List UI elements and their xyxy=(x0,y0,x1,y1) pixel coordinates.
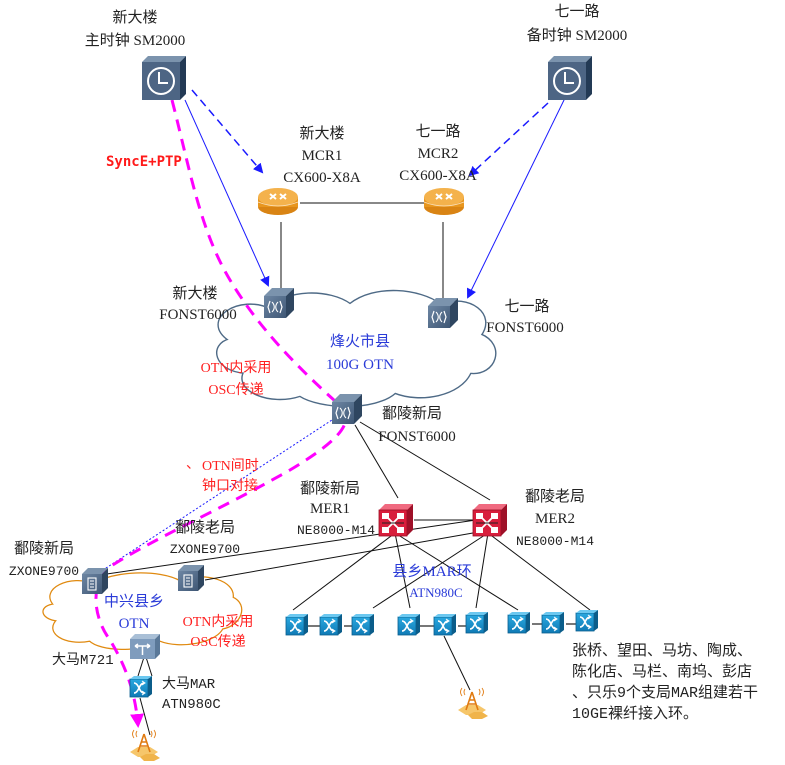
mar-ring-name: 县乡MAR环 xyxy=(392,563,471,580)
branch-note: 张桥、望田、马坊、陶成、 陈化店、马栏、南坞、彭店 、只乐9个支局MAR组建若干… xyxy=(572,642,758,723)
mar-node xyxy=(285,613,309,636)
fonst-poling-site: 鄱陵新局 xyxy=(382,405,442,422)
mer2-router-icon xyxy=(472,503,508,537)
backup-clock-site: 七一路 xyxy=(554,3,599,20)
zxone-old-icon xyxy=(177,564,205,592)
link-zxold-mer2 xyxy=(204,529,491,581)
link-fonst-mer2 xyxy=(359,421,491,501)
otn-clock-interconnect xyxy=(99,417,336,573)
mar-node xyxy=(465,611,489,634)
zxone-new-site: 鄱陵新局 xyxy=(14,540,74,557)
mar-node xyxy=(351,613,375,636)
base-station-icon xyxy=(457,687,489,720)
mar-node xyxy=(507,611,531,634)
zxone-old-site: 鄱陵老局 xyxy=(175,519,235,536)
interconnect-line2: 钟口对接 xyxy=(202,477,258,494)
mcr2-site: 七一路 xyxy=(415,123,460,140)
mar-node xyxy=(541,611,565,634)
link-zxnew-mer2 xyxy=(99,519,477,576)
osc-zte-line1: OTN内采用 xyxy=(183,614,254,630)
zxone-old-model: ZXONE9700 xyxy=(170,542,240,557)
dama-mar-label: 大马MAR xyxy=(162,676,216,693)
mar-node xyxy=(575,609,599,632)
interconnect-mark: 、 xyxy=(186,457,200,472)
zxone-new-model: ZXONE9700 xyxy=(9,564,79,579)
zxone-new-icon xyxy=(81,567,109,595)
mcr2-model: CX600-X8A xyxy=(399,168,477,184)
backup-clock-name: 备时钟 SM2000 xyxy=(527,27,627,44)
fonst-qiyilu-icon xyxy=(427,297,459,329)
mer2-site: 鄱陵老局 xyxy=(525,488,585,505)
mcr2-router-icon xyxy=(423,187,465,216)
branch-note-line: 张桥、望田、马坊、陶成、 xyxy=(572,642,752,660)
mer1-model: NE8000-M14 xyxy=(297,523,375,538)
osc-zte-line2: OSC传递 xyxy=(190,634,245,650)
mer2-model: NE8000-M14 xyxy=(516,534,594,549)
base-station-icon xyxy=(129,729,161,762)
backup-clock-icon xyxy=(547,55,593,101)
mar-ring-nodes xyxy=(285,609,599,636)
mar-ring-model: ATN980C xyxy=(409,585,462,600)
fonst-poling-icon xyxy=(331,393,363,425)
primary-clock-icon xyxy=(141,55,187,101)
primary-clock-site: 新大楼 xyxy=(112,9,157,26)
branch-note-line: 、只乐9个支局MAR组建若干 xyxy=(572,684,758,702)
dama-mar-model: ATN980C xyxy=(162,697,221,713)
mer1-name: MER1 xyxy=(310,501,350,517)
fonst-xindalou-model: FONST6000 xyxy=(159,307,237,323)
mer1-site: 鄱陵新局 xyxy=(300,480,360,497)
mer2-name: MER2 xyxy=(535,511,575,527)
fiberhome-cloud-type: 100G OTN xyxy=(326,357,394,373)
mer1-router-icon xyxy=(378,503,414,537)
zte-cloud-name: 中兴县乡 xyxy=(104,593,164,610)
primary-clock-name: 主时钟 SM2000 xyxy=(85,32,185,49)
zte-cloud-type: OTN xyxy=(119,616,150,632)
fonst-qiyilu-model: FONST6000 xyxy=(486,320,564,336)
mcr1-model: CX600-X8A xyxy=(283,170,361,186)
mcr1-name: MCR1 xyxy=(302,148,343,164)
osc-fiberhome-line1: OTN内采用 xyxy=(201,360,272,376)
links xyxy=(99,202,591,736)
branch-note-line: 陈化店、马栏、南坞、彭店 xyxy=(572,662,752,681)
link-fonst-mer1 xyxy=(354,424,399,499)
fiberhome-cloud-name: 烽火市县 xyxy=(330,333,390,350)
sync-protocol-label: SyncE+PTP xyxy=(106,154,182,170)
fonst-qiyilu-site: 七一路 xyxy=(504,298,549,315)
osc-fiberhome-line2: OSC传递 xyxy=(208,382,263,398)
mar-node xyxy=(397,613,421,636)
mar-node xyxy=(433,613,457,636)
fonst-xindalou-site: 新大楼 xyxy=(172,285,217,302)
dama-m721-label: 大马M721 xyxy=(52,652,114,669)
mcr1-router-icon xyxy=(257,187,299,216)
mcr1-site: 新大楼 xyxy=(299,125,344,142)
fonst-poling-model: FONST6000 xyxy=(378,429,456,445)
dama-mar-icon xyxy=(129,675,153,698)
mcr2-name: MCR2 xyxy=(418,146,459,162)
fonst-xindalou-icon xyxy=(263,287,295,319)
clock-links xyxy=(99,89,566,573)
interconnect-line1: OTN间时 xyxy=(202,458,259,474)
sync-path xyxy=(94,99,348,728)
branch-note-line: 10GE裸纤接入环。 xyxy=(572,705,698,723)
mar-node xyxy=(319,613,343,636)
dama-m721-icon xyxy=(130,634,160,659)
